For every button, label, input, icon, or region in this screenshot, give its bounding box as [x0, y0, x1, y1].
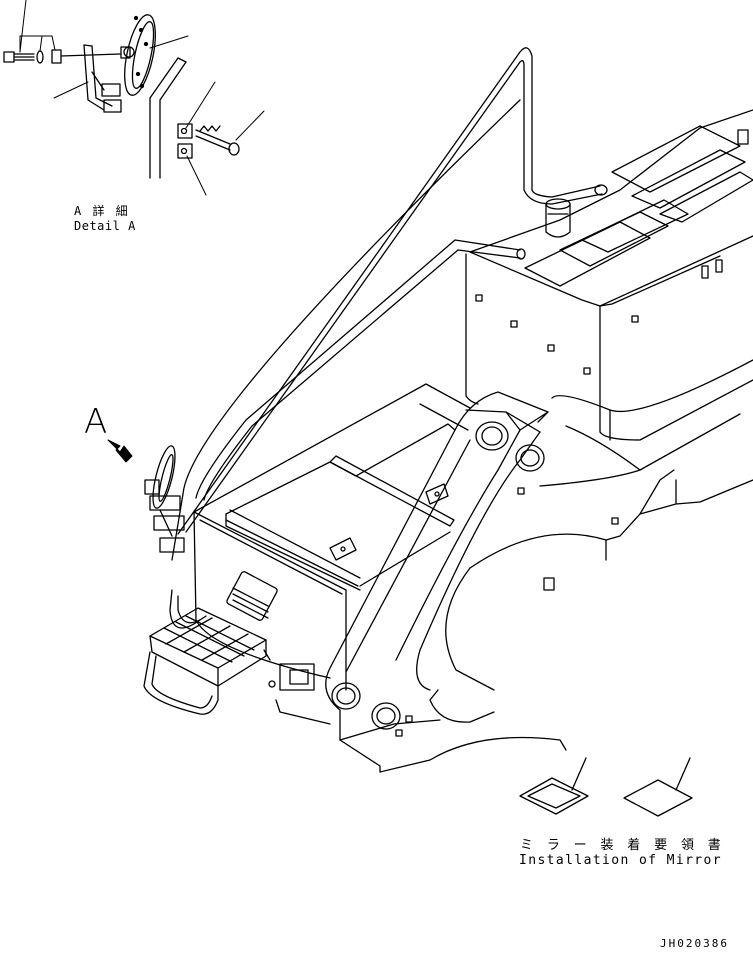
detail-clamps — [177, 123, 240, 159]
revolving-frame — [429, 359, 753, 723]
detail-label-en: Detail A — [74, 219, 136, 233]
front-cover — [193, 383, 471, 691]
manual-label-jp: ミ ラ ー 装 着 要 領 書 — [520, 838, 724, 853]
manual-sheet-icons — [519, 757, 693, 817]
detail-mirror-disc — [124, 14, 156, 96]
view-letter-label: A — [84, 402, 108, 442]
mirror-assembly — [144, 445, 185, 553]
detail-label-jp: A 詳 細 — [74, 204, 130, 218]
boom — [325, 391, 619, 773]
detail-bracket — [83, 44, 122, 113]
handrail — [169, 47, 608, 629]
view-arrow-icon — [107, 439, 133, 463]
tank-box — [465, 109, 753, 441]
step — [143, 607, 267, 715]
manual-label-en: Installation of Mirror — [519, 853, 722, 868]
detail-a-exploded-view — [3, 0, 265, 196]
drawing-number: JH020386 — [660, 937, 729, 950]
detail-pipe — [149, 57, 187, 179]
detail-bolt-set — [3, 49, 121, 64]
detail-ball-joint — [120, 46, 135, 59]
base-parts — [263, 649, 331, 725]
detail-leader-lines — [19, 0, 265, 196]
